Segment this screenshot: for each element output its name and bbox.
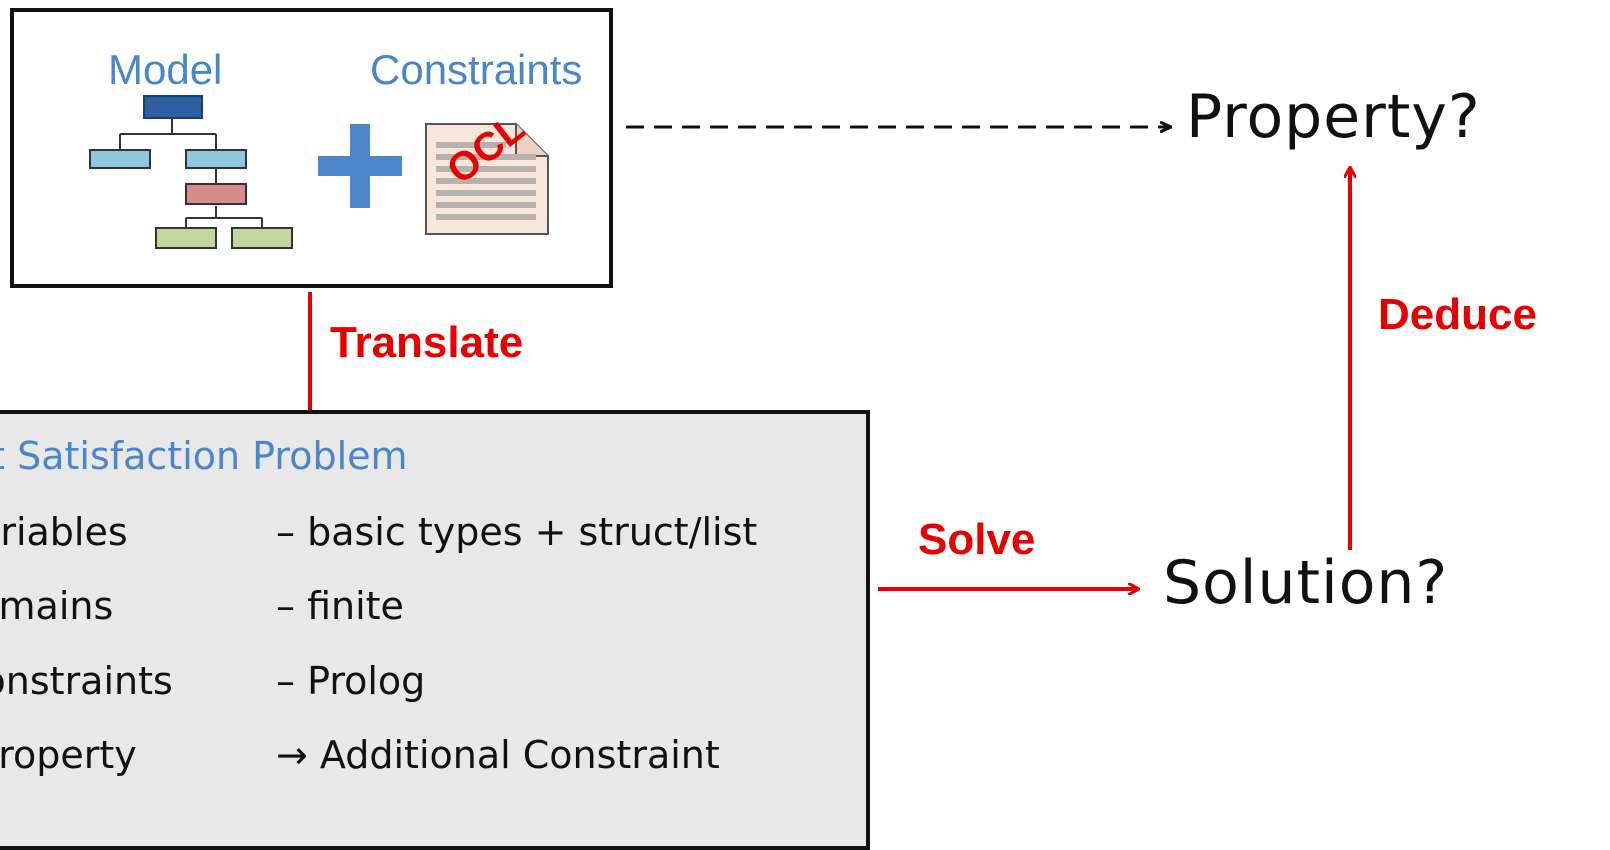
model-label: Model [108,46,223,93]
csp-desc-property: → Additional Constraint [276,733,720,777]
csp-desc-domains: – finite [276,584,404,628]
csp-desc-constraints: – Prolog [276,659,426,703]
solve-label: Solve [918,515,1036,564]
csp-desc-variables: – basic types + struct/list [276,510,758,554]
csp-title: Constraint Satisfaction Problem [0,434,408,478]
translate-label: Translate [330,318,524,367]
csp-content: Constraint Satisfaction Problem Variable… [0,414,866,846]
model-constraints-box: Model Constraints [10,8,613,288]
csp-box: Constraint Satisfaction Problem Variable… [0,410,870,850]
csp-term-domains: Domains [0,584,114,628]
constraints-label: Constraints [370,46,583,93]
csp-term-property: Property [0,733,137,777]
deduce-label: Deduce [1378,290,1537,339]
csp-term-variables: Variables [0,510,128,554]
property-node: Property? [1186,82,1481,152]
model-tree-icon [89,95,293,249]
ocl-document-icon [425,123,549,235]
csp-term-constraints: Constraints [0,659,173,703]
plus-icon [318,124,402,208]
solution-node: Solution? [1163,548,1449,618]
